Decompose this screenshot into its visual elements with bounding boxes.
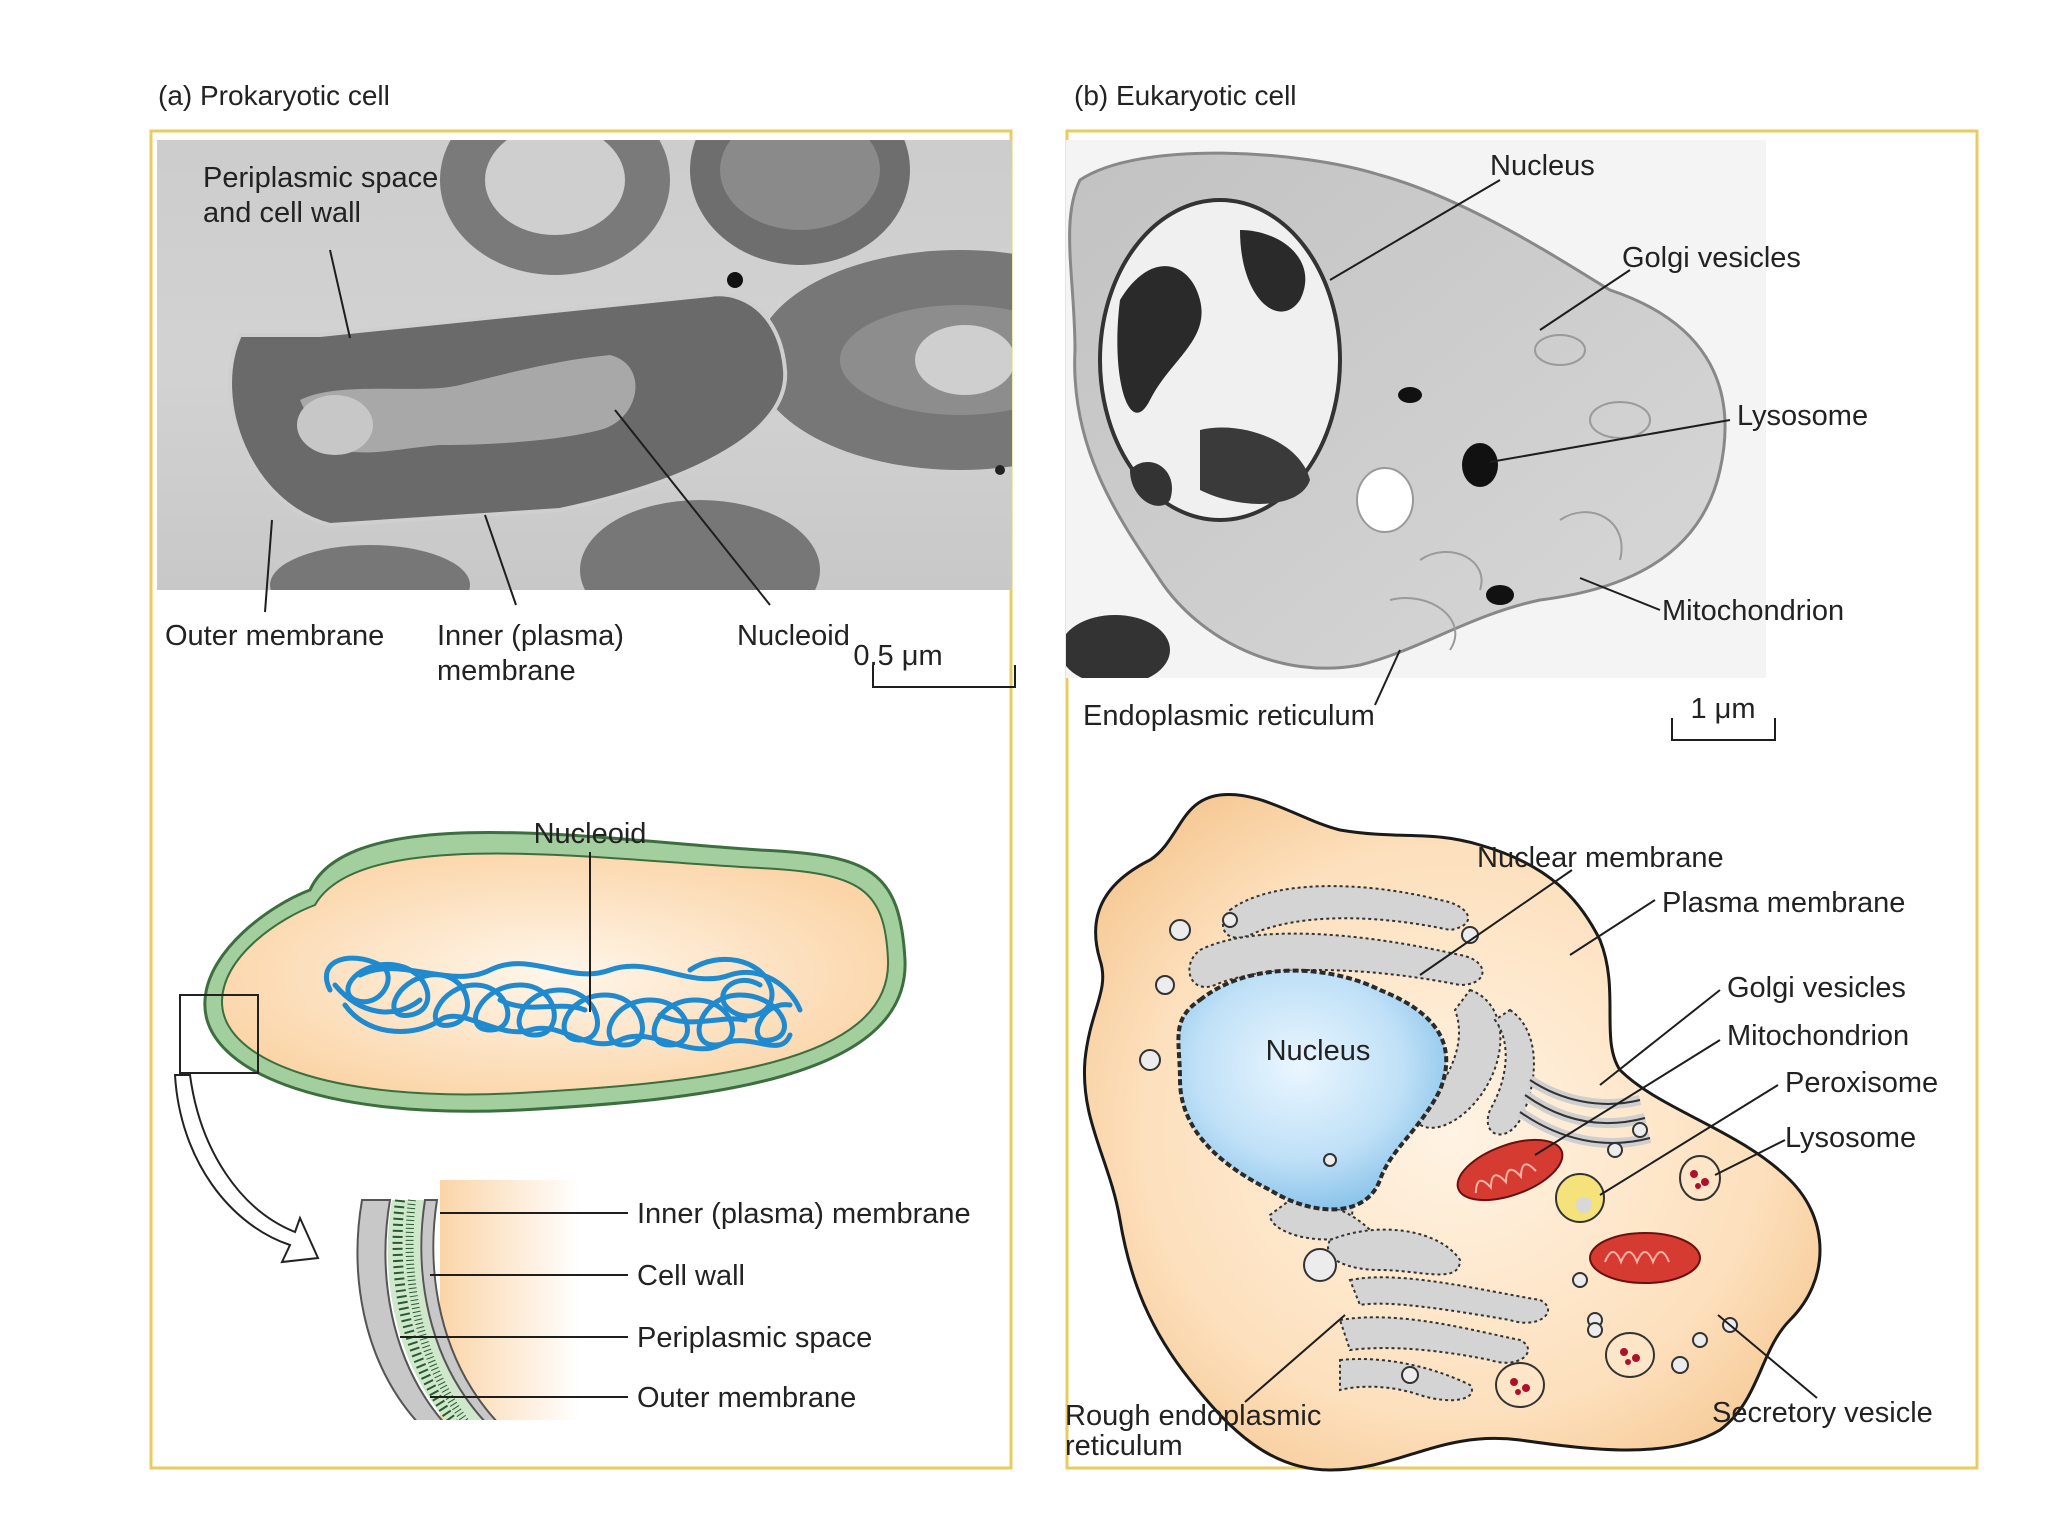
prokaryote-diagram: Nucleoid Inner (plasma) membrane Cell wa… [175, 818, 971, 1425]
panel-a-title: (a) Prokaryotic cell [158, 80, 390, 111]
scale-bar-a-label: 0.5 μm [853, 640, 942, 672]
label-periplasmic-2: and cell wall [203, 197, 361, 229]
label-rough-er-1: Rough endoplasmic [1065, 1400, 1321, 1432]
label-peroxisome: Peroxisome [1785, 1067, 1938, 1099]
label-periplasmic-1: Periplasmic space [203, 162, 438, 194]
label-er-em: Endoplasmic reticulum [1083, 700, 1375, 732]
label-golgi-em: Golgi vesicles [1622, 242, 1801, 274]
label-inner-membrane-2: membrane [437, 655, 576, 687]
label-inner-membrane-1: Inner (plasma) [437, 620, 624, 652]
label-nucleus-diagram: Nucleus [1266, 1035, 1371, 1067]
label-outer-membrane-diagram: Outer membrane [637, 1382, 856, 1414]
label-nuclear-membrane: Nuclear membrane [1477, 842, 1724, 874]
label-lysosome-em: Lysosome [1737, 400, 1868, 432]
label-nucleus-em: Nucleus [1490, 150, 1595, 182]
panel-b-title: (b) Eukaryotic cell [1074, 80, 1297, 111]
label-outer-membrane-em: Outer membrane [165, 620, 384, 652]
label-secretory-vesicle: Secretory vesicle [1712, 1397, 1933, 1429]
label-mitochondrion: Mitochondrion [1727, 1020, 1909, 1052]
label-lysosome: Lysosome [1785, 1122, 1916, 1154]
label-periplasmic-space: Periplasmic space [637, 1322, 872, 1354]
eukaryote-micrograph [1060, 140, 1766, 685]
label-nucleoid-diagram: Nucleoid [534, 818, 647, 850]
label-mito-em: Mitochondrion [1662, 595, 1844, 627]
label-cell-wall: Cell wall [637, 1260, 745, 1292]
label-nucleoid-em: Nucleoid [737, 620, 850, 652]
label-golgi: Golgi vesicles [1727, 972, 1906, 1004]
eukaryote-diagram: Nucleus [1065, 794, 1938, 1470]
peroxisome [1556, 1174, 1604, 1222]
leader-golgi [1600, 990, 1720, 1085]
scale-bar-b-label: 1 μm [1690, 693, 1755, 725]
zoom-arrow [175, 1075, 318, 1262]
prokaryote-micrograph [157, 75, 1165, 640]
label-inner-membrane-diagram: Inner (plasma) membrane [637, 1198, 971, 1230]
label-rough-er-2: reticulum [1065, 1430, 1183, 1462]
envelope-zoom [358, 1180, 580, 1425]
label-plasma-membrane: Plasma membrane [1662, 887, 1905, 919]
